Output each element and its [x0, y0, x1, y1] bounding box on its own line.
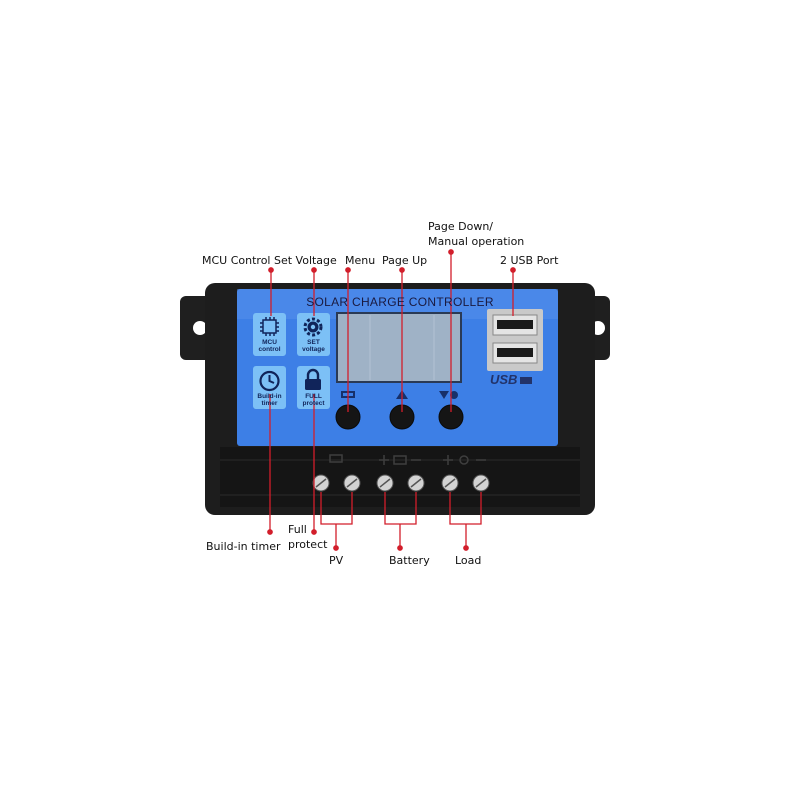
mcu-label-line2: control	[258, 346, 281, 353]
terminal-screw	[312, 474, 490, 492]
callout-pv: PV	[329, 554, 344, 567]
down-manual-icon	[439, 391, 458, 399]
callout-usb-port: 2 USB Port	[500, 254, 559, 267]
gear-icon	[303, 317, 323, 337]
lock-icon	[305, 368, 321, 390]
usb-text: USB	[490, 372, 518, 387]
callout-full-protect: Full protect	[288, 522, 327, 552]
callout-page-down-line1: Page Down/	[428, 220, 494, 233]
lcd-screen	[336, 312, 462, 383]
callout-page-down-line2: Manual operation	[428, 235, 525, 248]
callout-menu: Menu	[345, 254, 376, 267]
callout-mcu-set-voltage: MCU Control Set Voltage	[202, 254, 337, 267]
terminal-markings	[329, 454, 486, 465]
timer-label-line2: timer	[261, 400, 278, 407]
set-label: SET voltage	[297, 339, 330, 353]
mcu-label: MCU control	[253, 339, 286, 353]
callout-page-down: Page Down/ Manual operation	[428, 219, 524, 249]
callout-page-up: Page Up	[382, 254, 428, 267]
full-label-line1: FULL	[305, 393, 322, 400]
callout-full-protect-line1: Full	[288, 523, 307, 536]
full-label: FULL protect	[297, 393, 330, 407]
panel-title: SOLAR CHARGE CONTROLLER	[306, 295, 494, 309]
callout-load: Load	[455, 554, 482, 567]
callout-battery: Battery	[389, 554, 430, 567]
timer-label-line1: Build-in	[257, 393, 282, 400]
callout-lines	[267, 249, 516, 551]
callout-build-in-timer: Build-in timer	[206, 540, 281, 553]
set-label-line1: SET	[307, 339, 320, 346]
chip-icon	[260, 317, 279, 336]
set-label-line2: voltage	[302, 346, 325, 353]
terminal-block	[220, 447, 580, 507]
callout-full-protect-line2: protect	[288, 538, 328, 551]
full-label-line2: protect	[302, 400, 325, 407]
timer-label: Build-in timer	[253, 393, 286, 407]
battery-glyph-icon	[520, 377, 532, 384]
usb-port-module	[487, 309, 543, 371]
clock-icon	[259, 370, 280, 392]
mcu-label-line1: MCU	[262, 339, 277, 346]
